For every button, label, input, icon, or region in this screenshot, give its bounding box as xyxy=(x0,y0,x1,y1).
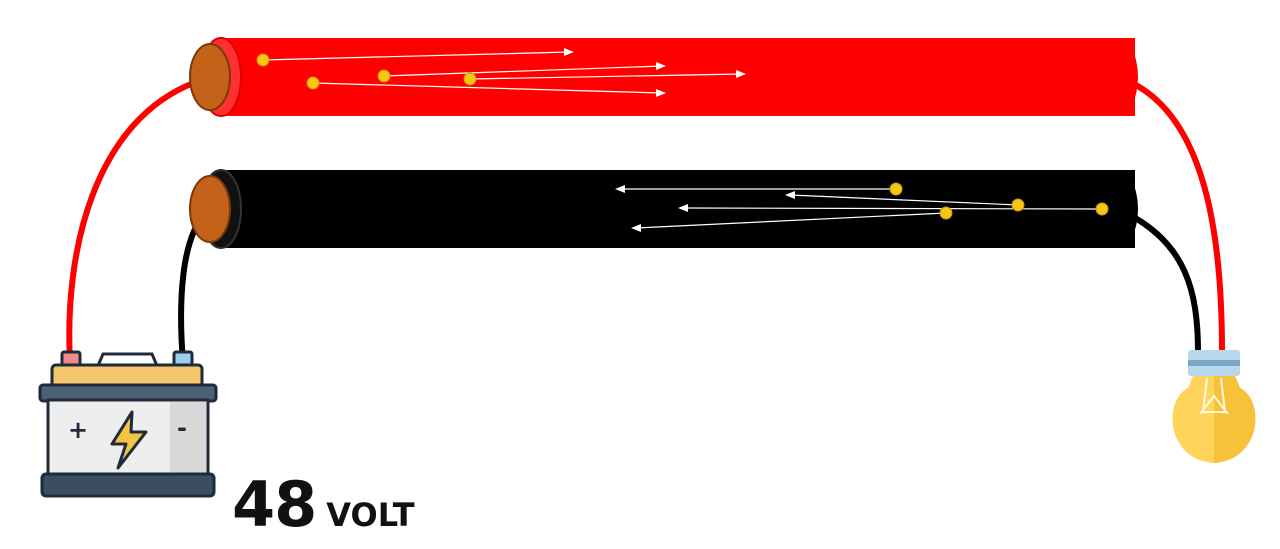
arrow-head xyxy=(785,191,795,199)
minus-symbol: - xyxy=(177,414,187,442)
electron xyxy=(889,182,903,196)
flow-arrow xyxy=(682,207,1103,210)
electron xyxy=(939,206,953,220)
negative-electron-flow xyxy=(615,185,1103,232)
battery-foot xyxy=(40,472,216,498)
battery-body-shade xyxy=(170,402,206,474)
flow-arrow xyxy=(635,212,947,229)
battery-icon: + - xyxy=(38,350,218,498)
arrow-head xyxy=(564,48,574,56)
bulb-filament xyxy=(1199,377,1229,415)
bulb-socket-stripe xyxy=(1188,360,1240,366)
positive-wire-end xyxy=(1098,38,1138,116)
light-bulb-icon xyxy=(1172,350,1256,463)
arrow-head xyxy=(656,89,666,97)
electron xyxy=(306,76,320,90)
electron xyxy=(1095,202,1109,216)
arrow-head xyxy=(631,224,641,232)
plus-symbol: + xyxy=(68,416,88,444)
positive-lead-bulb xyxy=(1128,79,1225,353)
negative-wire-end xyxy=(1098,170,1138,248)
arrow-head xyxy=(656,62,666,70)
arrow-head xyxy=(615,185,625,193)
arrow-head xyxy=(678,204,688,212)
voltage-value: 48 xyxy=(232,468,317,541)
electron xyxy=(1011,198,1025,212)
negative-wire-copper-core xyxy=(189,175,231,243)
voltage-unit: VOLT xyxy=(326,496,415,534)
positive-lead-battery xyxy=(66,79,198,363)
negative-lead-bulb xyxy=(1128,212,1201,353)
lightning-bolt-icon xyxy=(110,410,148,470)
electron xyxy=(463,72,477,86)
positive-wire-body xyxy=(220,38,1135,116)
flow-arrow xyxy=(262,51,571,61)
positive-electron-flow xyxy=(262,48,746,97)
flow-arrow xyxy=(312,82,663,94)
bulb-glass-shade xyxy=(1214,376,1256,463)
negative-electrons xyxy=(889,182,1109,220)
flow-arrow xyxy=(469,73,743,80)
positive-wire-copper-core xyxy=(189,43,231,111)
electron xyxy=(377,69,391,83)
flow-arrow xyxy=(383,65,663,77)
flow-arrow xyxy=(789,194,1019,206)
electron xyxy=(256,53,270,67)
voltage-label: 48 VOLT xyxy=(232,470,415,540)
positive-wire xyxy=(189,37,1138,117)
arrow-head xyxy=(736,70,746,78)
positive-electrons xyxy=(256,53,477,90)
